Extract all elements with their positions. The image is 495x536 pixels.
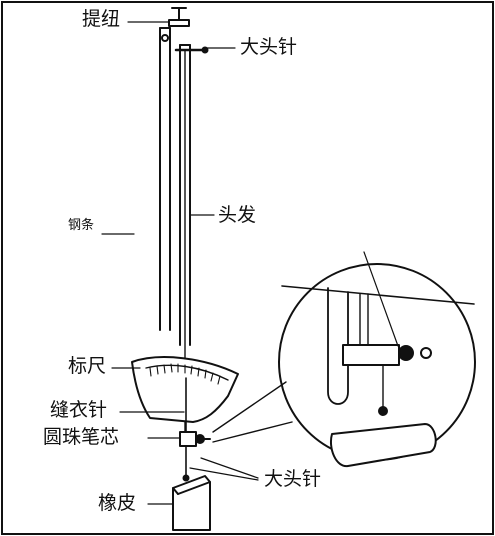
label-eraser: 橡皮 (98, 492, 137, 514)
label-top-pin: 大头针 (240, 36, 298, 58)
label-bottom-pin: 大头针 (264, 468, 322, 490)
hanging-knob (168, 7, 190, 27)
label-hair: 头发 (218, 204, 257, 226)
magnified-detail (278, 251, 476, 468)
scale-ticks (149, 363, 221, 385)
label-steel-strip: 钢条 (68, 218, 95, 233)
label-hanging-knob: 提纽 (82, 8, 121, 30)
eraser (172, 475, 211, 531)
label-sewing-needle: 缝衣针 (50, 399, 108, 421)
label-scale: 标尺 (68, 355, 107, 377)
pen-refill-pulley (179, 431, 211, 447)
label-pen-refill: 圆珠笔芯 (43, 426, 120, 448)
steel-strip (159, 27, 171, 331)
leader-lines (101, 21, 259, 505)
callout-line-lower (212, 421, 293, 443)
callout-line-upper (212, 381, 287, 433)
hair-guide (179, 44, 191, 346)
